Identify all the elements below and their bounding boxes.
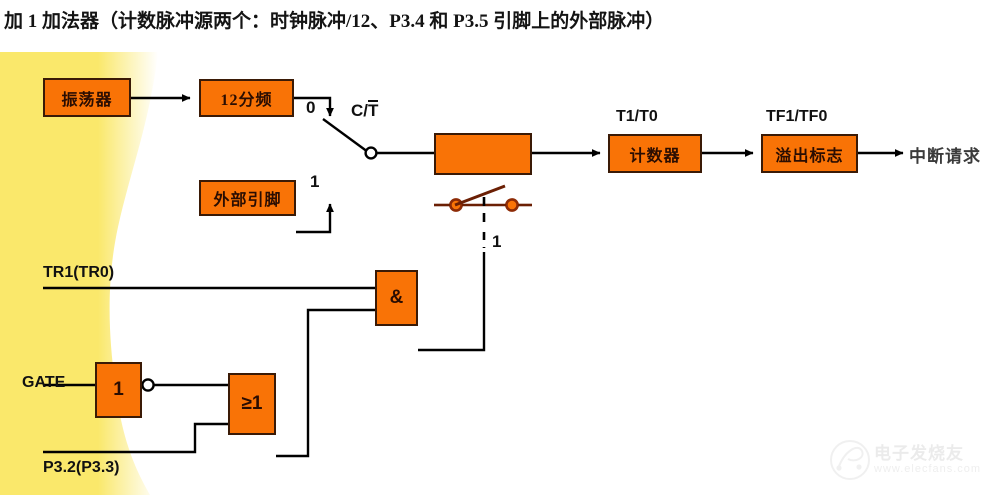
switch-internals — [434, 184, 532, 212]
highlight-band — [0, 52, 158, 495]
block-external-pin-label: 外部引脚 — [213, 192, 282, 209]
switch-select-1-label: 1 — [492, 232, 502, 251]
block-oscillator-label: 振荡器 — [61, 91, 113, 109]
counter-top-label: T1/T0 — [616, 108, 658, 125]
ct-mode-label: C/T — [351, 100, 379, 121]
gate-inverter[interactable]: 1 — [95, 362, 142, 418]
watermark-logo-icon — [830, 440, 870, 480]
signal-gate-label: GATE — [22, 374, 66, 391]
block-divider-12[interactable]: 12分频 — [199, 79, 294, 117]
ct-mode-bar-t: T — [368, 100, 379, 120]
block-external-pin[interactable]: 外部引脚 — [199, 180, 296, 216]
block-overflow-flag-label: 溢出标志 — [775, 147, 844, 165]
block-ct-switch[interactable] — [434, 133, 532, 175]
mux-common-terminal — [364, 146, 378, 160]
signal-p32-label: P3.2(P3.3) — [43, 459, 120, 476]
wires-logic — [43, 252, 486, 458]
interrupt-request-label: 中断请求 — [909, 147, 981, 166]
block-counter[interactable]: 计数器 — [608, 134, 702, 173]
gate-inverter-label: 1 — [113, 379, 124, 400]
ct-mode-prefix: C/ — [351, 101, 368, 120]
watermark: 电子发烧友 www.elecfans.com — [828, 429, 982, 491]
block-divider-12-label: 12分频 — [220, 92, 273, 109]
gate-and-label: & — [389, 287, 404, 308]
diagram-canvas: 振荡器 12分频 外部引脚 计数器 溢出标志 1 ≥1 & 0 1 C/T — [0, 52, 984, 495]
block-counter-label: 计数器 — [629, 147, 681, 165]
gate-or-label: ≥1 — [241, 393, 263, 414]
watermark-text: 电子发烧友 — [874, 444, 964, 463]
gate-and[interactable]: & — [375, 270, 418, 326]
mux-select-1-label: 1 — [310, 172, 320, 191]
page-title: 加 1 加法器（计数脉冲源两个：时钟脉冲/12、P3.4 和 P3.5 引脚上的… — [4, 11, 665, 32]
signal-tr1-label: TR1(TR0) — [43, 264, 115, 281]
gate-or[interactable]: ≥1 — [228, 373, 276, 435]
wire-layer — [0, 52, 904, 495]
mux-select-0-label: 0 — [306, 98, 316, 117]
wires-top — [131, 94, 904, 234]
overflow-top-label: TF1/TF0 — [766, 108, 828, 125]
watermark-url: www.elecfans.com — [874, 463, 982, 475]
block-oscillator[interactable]: 振荡器 — [43, 78, 131, 117]
inverter-bubble-icon — [141, 378, 155, 392]
block-overflow-flag[interactable]: 溢出标志 — [761, 134, 858, 173]
